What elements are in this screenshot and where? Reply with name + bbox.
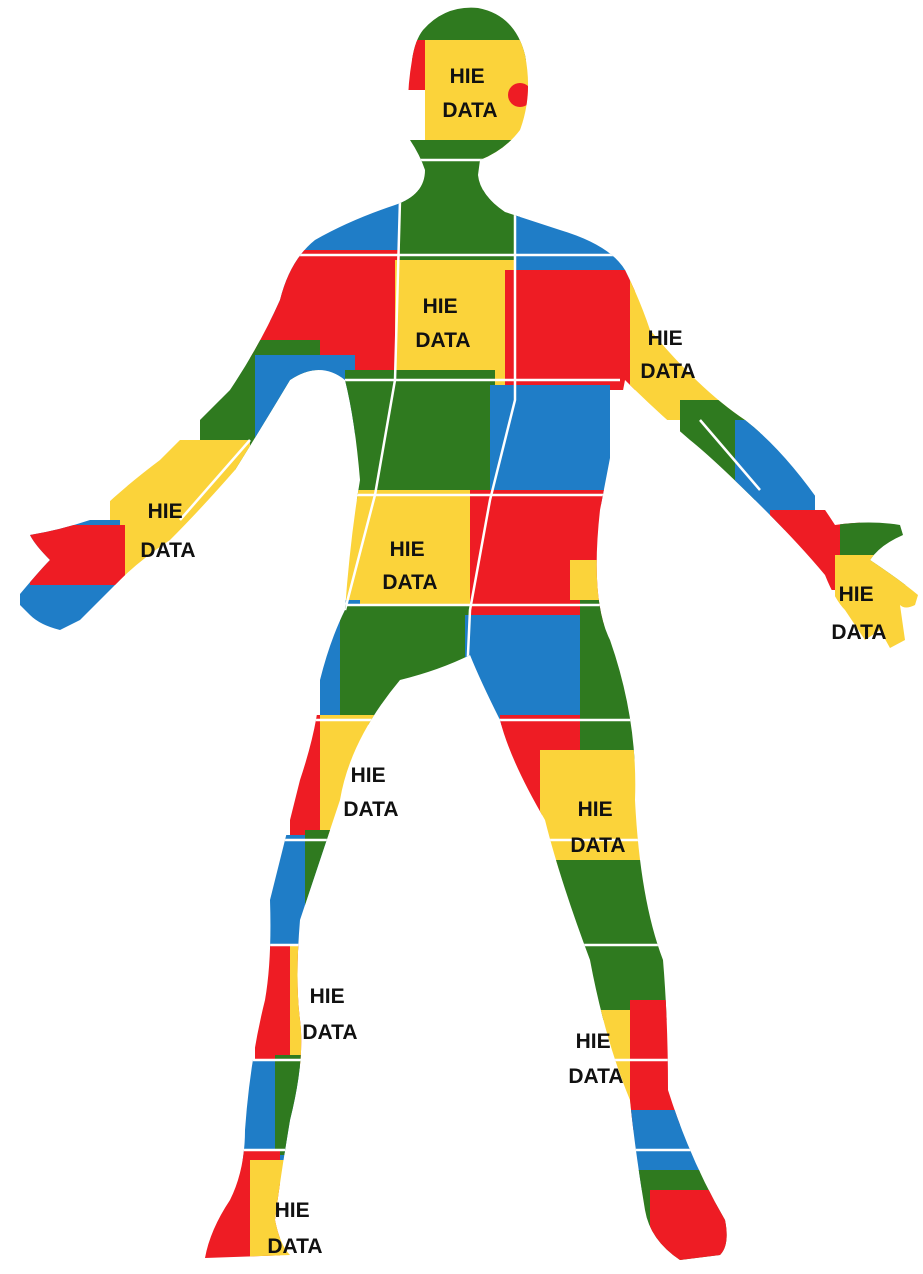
puzzle-pieces [20,0,923,1270]
label-right-thigh: HIE DATA [343,764,398,821]
label-right-shin: HIE DATA [302,985,357,1044]
